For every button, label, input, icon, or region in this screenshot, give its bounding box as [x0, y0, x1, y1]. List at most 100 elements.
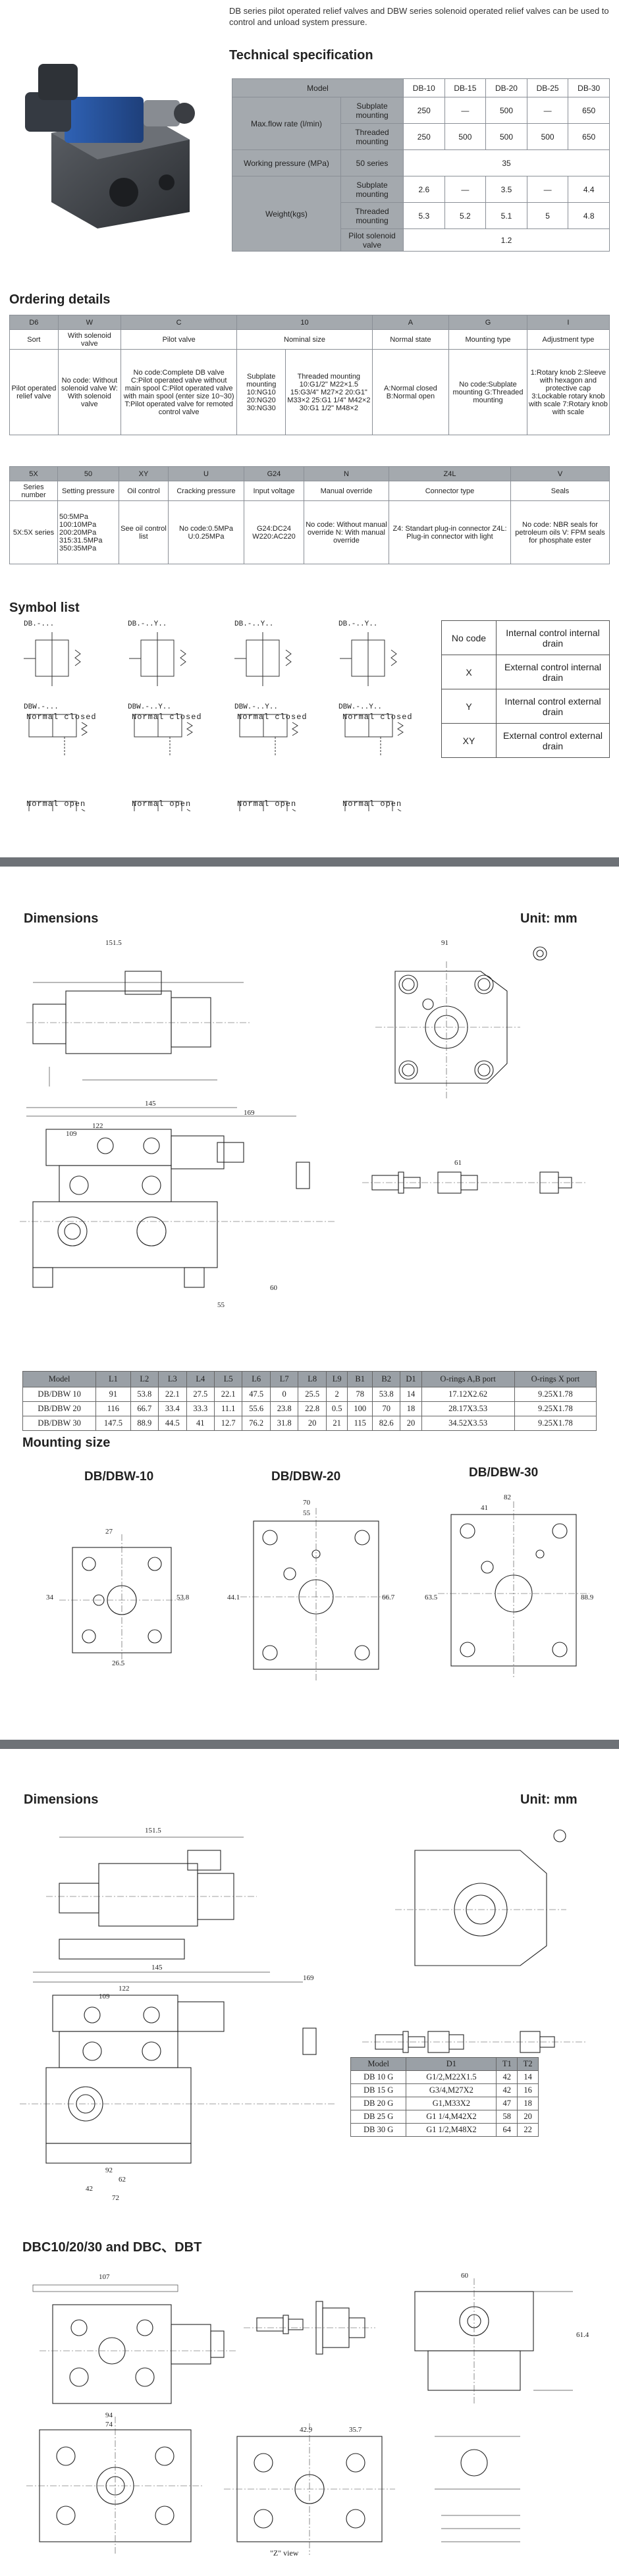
- order-code: U: [168, 466, 244, 481]
- dim-cell: 116: [95, 1401, 131, 1416]
- order-desc: 1:Rotary knob 2:Sleeve with hexagon and …: [526, 349, 610, 435]
- mount-dim: 55: [303, 1509, 310, 1517]
- order-code: V: [510, 466, 610, 481]
- dim-head: L7: [269, 1371, 299, 1387]
- symbols-title: Symbol list: [9, 601, 80, 615]
- dim-cell: 2: [325, 1387, 348, 1402]
- spec-cell: —: [444, 97, 487, 124]
- dim2-label: 151.5: [145, 1827, 161, 1835]
- dim-cell: 17.12X2.62: [421, 1387, 515, 1402]
- spec-cell: 5.3: [403, 202, 445, 229]
- mount-dim: 88.9: [581, 1594, 594, 1601]
- dimensions-title-2: Dimensions: [24, 1792, 99, 1807]
- spec-weight-label: Weight(kgs): [232, 176, 341, 252]
- dim2-label: 72: [112, 2194, 119, 2202]
- mounting-label-30: DB/DBW-30: [469, 1466, 539, 1480]
- ordering-table-2: 5X 50 XY U G24 N Z4L V Series number Set…: [9, 466, 610, 564]
- dim-cell: 82.6: [371, 1416, 401, 1431]
- sym-normal-open-4: Normal open: [342, 799, 402, 809]
- symbol-stroke: [74, 649, 81, 666]
- dim-cell: 14: [400, 1387, 422, 1402]
- dim-cell: 25.5: [298, 1387, 327, 1402]
- dim-cell: 53.8: [130, 1387, 159, 1402]
- order-head: With solenoid valve: [57, 329, 121, 350]
- spec-cell: —: [526, 176, 569, 203]
- symbol-stroke: [81, 722, 88, 736]
- mount-dim: 82: [504, 1493, 511, 1501]
- spec-col-db30: DB-30: [568, 78, 610, 97]
- dim-cell: 9.25X1.78: [514, 1401, 597, 1416]
- spec-maxflow-subplate: Subplate mounting: [340, 97, 404, 124]
- dim2-label: 122: [119, 1985, 130, 1993]
- sym-normal-open-1: Normal open: [26, 799, 86, 809]
- dbc-dim: 107: [99, 2273, 110, 2281]
- order-desc: Threaded mounting 10:G1/2" M22×1.5 15:G3…: [285, 349, 373, 435]
- dim-head: O-rings X port: [514, 1371, 597, 1387]
- mount-dim: 34: [46, 1594, 53, 1601]
- dim-cell: 31.8: [269, 1416, 299, 1431]
- spec-cell: 500: [526, 123, 569, 150]
- order-code: 5X: [9, 466, 58, 481]
- order-code: 50: [57, 466, 119, 481]
- spec-pressure-series: 50 series: [340, 149, 404, 176]
- dim-cell: 28.17X3.53: [421, 1401, 515, 1416]
- dim-label: 55: [217, 1301, 225, 1309]
- spec-cell: 5.1: [485, 202, 527, 229]
- spec-col-db20: DB-20: [485, 78, 527, 97]
- order-code: D6: [9, 315, 59, 330]
- order-desc: See oil control list: [119, 500, 169, 564]
- spec-cell: 4.4: [568, 176, 610, 203]
- dbc-dim: 74: [105, 2421, 113, 2428]
- dim-label: 60: [270, 1284, 277, 1292]
- dim-cell: 47.5: [242, 1387, 271, 1402]
- symbol-captions: DB.-... DB.-..Y.. DB.-..Y.. DB.-..Y.. DB…: [9, 620, 424, 811]
- dim2-cell: 42: [496, 2070, 518, 2084]
- dim-head: L3: [158, 1371, 187, 1387]
- mount-dim: 26.5: [112, 1659, 125, 1667]
- dim-cell: 12.7: [213, 1416, 243, 1431]
- spec-weight-threaded: Threaded mounting: [340, 202, 404, 229]
- product-photo: [12, 34, 209, 232]
- mounting-label-20: DB/DBW-20: [271, 1470, 341, 1484]
- mount-dim: 27: [105, 1528, 113, 1536]
- dim-cell: 9.25X1.78: [514, 1387, 597, 1402]
- dim-cell: 70: [371, 1401, 401, 1416]
- dim-cell: 55.6: [242, 1401, 271, 1416]
- dim-label: 151.5: [105, 939, 122, 947]
- oil-desc: Internal control internal drain: [496, 620, 610, 655]
- ordering-title: Ordering details: [9, 292, 111, 307]
- dim2-cell: 42: [496, 2083, 518, 2097]
- order-code: XY: [119, 466, 169, 481]
- dbc-view-label: "Z" view: [270, 2548, 299, 2558]
- mounting-drawings: 34 27 53.8 26.5 70 55 66.7 44.1 82 41 88…: [20, 1493, 599, 1692]
- dim2-cell: DB 20 G: [350, 2097, 407, 2110]
- order-head: Manual override: [304, 481, 389, 501]
- dim-cell: 20: [298, 1416, 327, 1431]
- dim-head: Model: [22, 1371, 97, 1387]
- order-desc: No code:Complete DB valve C:Pilot operat…: [120, 349, 238, 435]
- order-code: G: [448, 315, 527, 330]
- dim2-cell: 58: [496, 2110, 518, 2124]
- dim2-label: 42: [86, 2185, 93, 2193]
- sym-normal-closed-4: Normal closed: [342, 712, 413, 722]
- order-desc: No code: NBR seals for petroleum oils V:…: [510, 500, 610, 564]
- sym-cap-top-1: DB.-...: [24, 620, 55, 628]
- dim2-head: D1: [406, 2057, 497, 2071]
- section-divider: [0, 857, 619, 867]
- spec-cell: —: [526, 97, 569, 124]
- dim2-cell: 47: [496, 2097, 518, 2110]
- dim2-label: 169: [303, 1974, 314, 1982]
- dim-cell: 22.1: [213, 1387, 243, 1402]
- order-head: Setting pressure: [57, 481, 119, 501]
- order-head: Oil control: [119, 481, 169, 501]
- dim-cell: 41: [186, 1416, 215, 1431]
- sym-cap-mid-1: DBW.-...: [24, 703, 59, 711]
- dim-cell: 91: [95, 1387, 131, 1402]
- spec-maxflow-label: Max.flow rate (l/min): [232, 97, 341, 150]
- unit-label-2: Unit: mm: [520, 1792, 578, 1807]
- sym-cap-top-3: DB.-..Y..: [234, 620, 274, 628]
- dim-cell: 21: [325, 1416, 348, 1431]
- dim-head: D1: [400, 1371, 422, 1387]
- spec-cell: 500: [444, 123, 487, 150]
- dim-label: 145: [145, 1100, 156, 1108]
